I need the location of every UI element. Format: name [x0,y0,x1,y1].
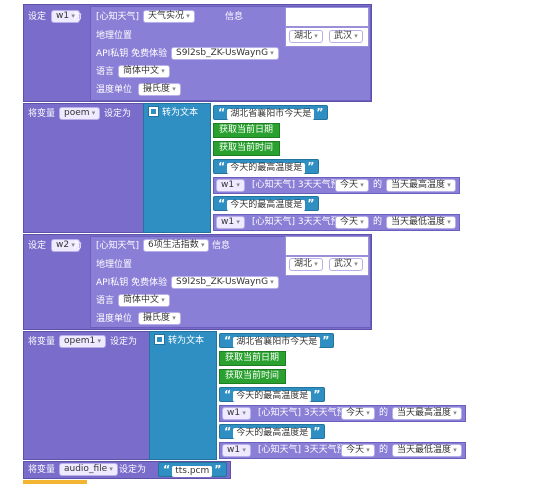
input-socket [285,236,369,256]
as-label: 为 [73,12,83,22]
api-type-dropdown[interactable]: 天气实况 [143,10,195,23]
set-var-label: 将变量 [28,337,56,347]
forecast-api-label: [心知天气] 3天天气预报 [258,445,355,455]
to-text-label: 转为文本 [154,334,205,347]
city-dropdown[interactable]: 武汉 [329,258,363,271]
var-opem1-dropdown[interactable]: opem1 [59,335,106,348]
info-label: 信息 [212,241,231,251]
input-socket [285,7,369,27]
set-label: 设定 [28,12,47,22]
set-opem1-block[interactable] [23,331,155,460]
lang-dropdown[interactable]: 简体中文 [118,65,170,78]
next-block-partial[interactable] [23,480,87,484]
forecast-api-label: [心知天气] 3天天气预报 [252,217,349,227]
get-time-label: 获取当前时间 [219,143,274,153]
location-label: 地理位置 [96,260,133,270]
get-time-block[interactable] [219,369,286,384]
forecast-var-dropdown[interactable]: w1 [222,407,251,420]
string-block[interactable]: “tts.pcm” [158,462,227,477]
key-label: API私钥 免费体验 [96,278,168,288]
unit-label: 温度单位 [96,314,133,324]
string-block[interactable]: “今天的最高温度是” [213,159,320,174]
string-value[interactable]: 今天的最高温度是 [227,163,306,174]
set-label: 设定 [28,241,47,251]
forecast-day-dropdown[interactable]: 今天 [335,179,369,192]
string-block[interactable]: “湖北省襄阳市今天是” [213,105,329,120]
key-dropdown[interactable]: S9l2sb_ZK-UsWaynG [171,276,279,289]
string-value[interactable]: 今天的最高温度是 [227,200,306,211]
string-block[interactable]: “今天的最高温度是” [213,196,320,211]
string-block[interactable]: “今天的最高温度是” [219,424,326,439]
lang-label: 语言 [96,296,115,306]
forecast-field-dropdown[interactable]: 当天最高温度 [392,407,462,420]
key-label: API私钥 免费体验 [96,49,168,59]
get-date-block[interactable] [219,351,286,366]
string-block[interactable]: “今天的最高温度是” [219,387,326,402]
set-as-label: 设定为 [119,465,147,475]
to-text-block[interactable] [149,331,217,460]
unit-dropdown[interactable]: 摄氏度 [138,83,181,96]
forecast-of-label: 的 [373,180,383,190]
to-text-label: 转为文本 [148,106,199,119]
set-var-label: 将变量 [28,109,56,119]
api-name: [心知天气] [96,12,140,22]
get-date-block[interactable] [213,123,280,138]
province-dropdown[interactable]: 湖北 [289,258,323,271]
key-dropdown[interactable]: S9l2sb_ZK-UsWaynG [171,47,279,60]
string-value[interactable]: 湖北省襄阳市今天是 [227,109,315,120]
forecast-var-dropdown[interactable]: w1 [222,444,251,457]
to-text-text: 转为文本 [162,108,199,118]
var-w2-dropdown[interactable]: w2 [51,239,80,252]
gear-icon[interactable] [154,334,165,345]
forecast-api-label: [心知天气] 3天天气预报 [252,180,349,190]
city-dropdown[interactable]: 武汉 [329,30,363,43]
forecast-of-label: 的 [379,408,389,418]
get-date-label: 获取当前日期 [219,125,274,135]
forecast-day-dropdown[interactable]: 今天 [335,216,369,229]
lang-label: 语言 [96,67,115,77]
location-label: 地理位置 [96,31,133,41]
lang-dropdown[interactable]: 简体中文 [118,294,170,307]
set-var-label: 将变量 [28,465,56,475]
gear-icon[interactable] [148,106,159,117]
forecast-field-dropdown[interactable]: 当天最低温度 [386,216,456,229]
api-name: [心知天气] [96,241,140,251]
forecast-var-dropdown[interactable]: w1 [216,179,245,192]
forecast-field-dropdown[interactable]: 当天最高温度 [386,179,456,192]
unit-label: 温度单位 [96,85,133,95]
string-value[interactable]: 今天的最高温度是 [233,391,312,402]
set-poem-block[interactable] [23,103,149,233]
string-block[interactable]: “湖北省襄阳市今天是” [219,333,335,348]
info-label: 信息 [225,12,244,22]
forecast-var-dropdown[interactable]: w1 [216,216,245,229]
forecast-field-dropdown[interactable]: 当天最低温度 [392,444,462,457]
var-w1-dropdown[interactable]: w1 [51,10,80,23]
forecast-day-dropdown[interactable]: 今天 [341,444,375,457]
forecast-day-dropdown[interactable]: 今天 [341,407,375,420]
get-time-block[interactable] [213,141,280,156]
get-date-label: 获取当前日期 [225,353,280,363]
province-dropdown[interactable]: 湖北 [289,30,323,43]
var-poem-dropdown[interactable]: poem [59,107,101,120]
set-as-label: 设定为 [110,337,138,347]
api-type-dropdown[interactable]: 6项生活指数 [143,239,210,252]
forecast-of-label: 的 [373,217,383,227]
var-audio-file-dropdown[interactable]: audio_file [59,463,118,476]
set-as-label: 设定为 [104,109,132,119]
get-time-label: 获取当前时间 [225,371,280,381]
as-label: 为 [73,241,83,251]
unit-dropdown[interactable]: 摄氏度 [138,312,181,325]
string-value[interactable]: 湖北省襄阳市今天是 [233,337,321,348]
to-text-text: 转为文本 [168,336,205,346]
forecast-api-label: [心知天气] 3天天气预报 [258,408,355,418]
string-value[interactable]: 今天的最高温度是 [233,428,312,439]
to-text-block[interactable] [143,103,211,233]
forecast-of-label: 的 [379,445,389,455]
string-value[interactable]: tts.pcm [172,466,213,477]
